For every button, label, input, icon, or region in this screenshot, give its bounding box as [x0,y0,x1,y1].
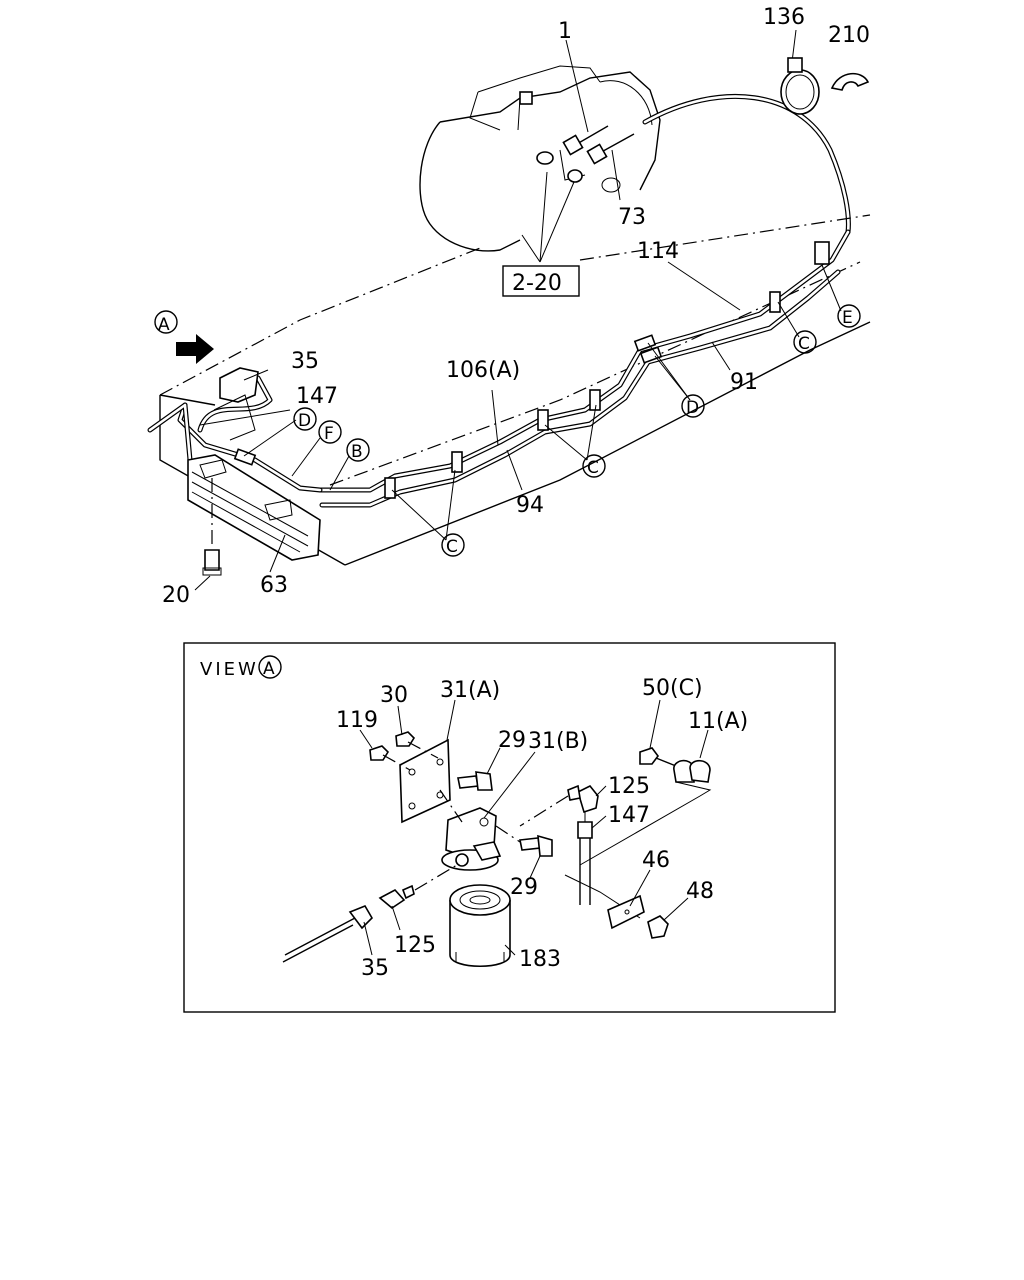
callout-35-top: 35 [291,349,319,374]
callout-C-left: C [446,537,458,557]
callout-63: 63 [260,573,288,598]
view-callout-29-bottom: 29 [510,875,538,900]
view-callout-125-right: 125 [608,774,650,799]
transmission-assembly [419,65,851,252]
callout-D-left: D [298,411,311,431]
view-labels: VIEW A 30 31(A) 119 29 31(B) 50(C) 11(A)… [200,655,748,981]
callout-D-mid: D [686,398,699,418]
view-callout-119: 119 [336,708,378,733]
view-arrow [176,334,214,364]
callout-106A: 106(A) [446,358,520,383]
view-callout-30: 30 [380,683,408,708]
callout-73: 73 [618,205,646,230]
view-callout-31A: 31(A) [440,678,500,703]
band-210 [830,72,870,91]
view-callout-147: 147 [608,803,650,828]
view-title: VIEW [200,659,259,680]
callout-C-right: C [798,334,810,354]
view-a-frame [183,642,836,1013]
view-callout-183: 183 [519,947,561,972]
clamp-136 [780,57,820,115]
reference-box [502,265,580,297]
view-leader-lines [359,699,709,956]
view-callout-11A: 11(A) [688,709,748,734]
callout-E: E [842,308,853,328]
callout-F: F [324,424,334,444]
upper-labels: 1 136 210 73 2-20 114 A 35 147 106(A) E … [158,5,870,608]
fuel-lines [147,229,851,508]
ref-2-20: 2-20 [512,271,562,296]
callout-A: A [158,315,170,335]
callout-circles [154,304,861,557]
view-callout-29-top: 29 [498,728,526,753]
callout-20: 20 [162,583,190,608]
callout-136: 136 [763,5,805,30]
filter-assembly [187,367,321,576]
callout-91: 91 [730,370,758,395]
view-a-parts [282,731,712,968]
view-callout-46: 46 [642,848,670,873]
callout-114: 114 [637,239,679,264]
view-callout-50C: 50(C) [642,676,703,701]
leader-lines [194,29,842,591]
view-circle-A: A [263,659,275,679]
callout-147-top: 147 [296,384,338,409]
callout-210: 210 [828,23,870,48]
view-callout-125-left: 125 [394,933,436,958]
view-callout-48: 48 [686,879,714,904]
callout-1: 1 [558,19,572,44]
callout-94: 94 [516,493,544,518]
view-callout-31B: 31(B) [528,729,588,754]
callout-B: B [351,442,363,462]
callout-C-mid: C [587,458,599,478]
view-callout-35: 35 [361,956,389,981]
